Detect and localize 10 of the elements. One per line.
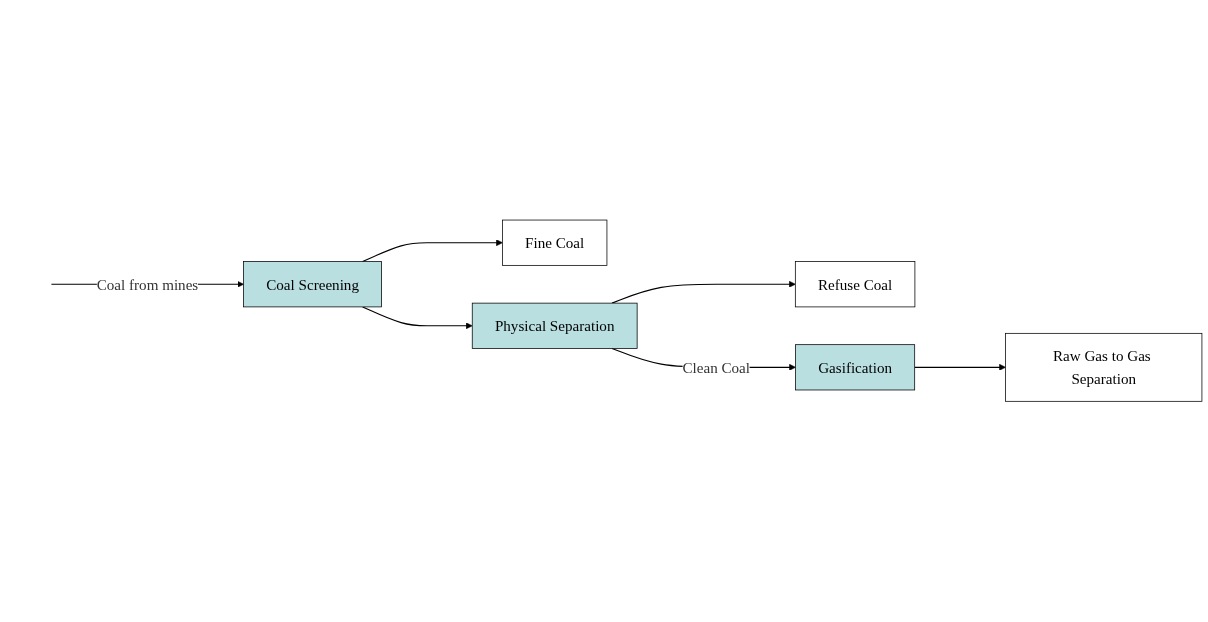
node-box: Refuse Coal	[794, 261, 916, 308]
edge-label: Coal from mines	[96, 276, 199, 293]
node-box: Coal Screening	[243, 261, 382, 308]
node-box: Gasification	[795, 344, 916, 391]
node-box: Physical Separation	[471, 303, 638, 350]
arrow	[914, 364, 1006, 371]
edge-label: Clean Coal	[682, 359, 751, 376]
node-box: Raw Gas to Gas Separation	[1005, 333, 1203, 402]
node-box: Fine Coal	[502, 219, 608, 267]
arrow	[362, 239, 503, 263]
